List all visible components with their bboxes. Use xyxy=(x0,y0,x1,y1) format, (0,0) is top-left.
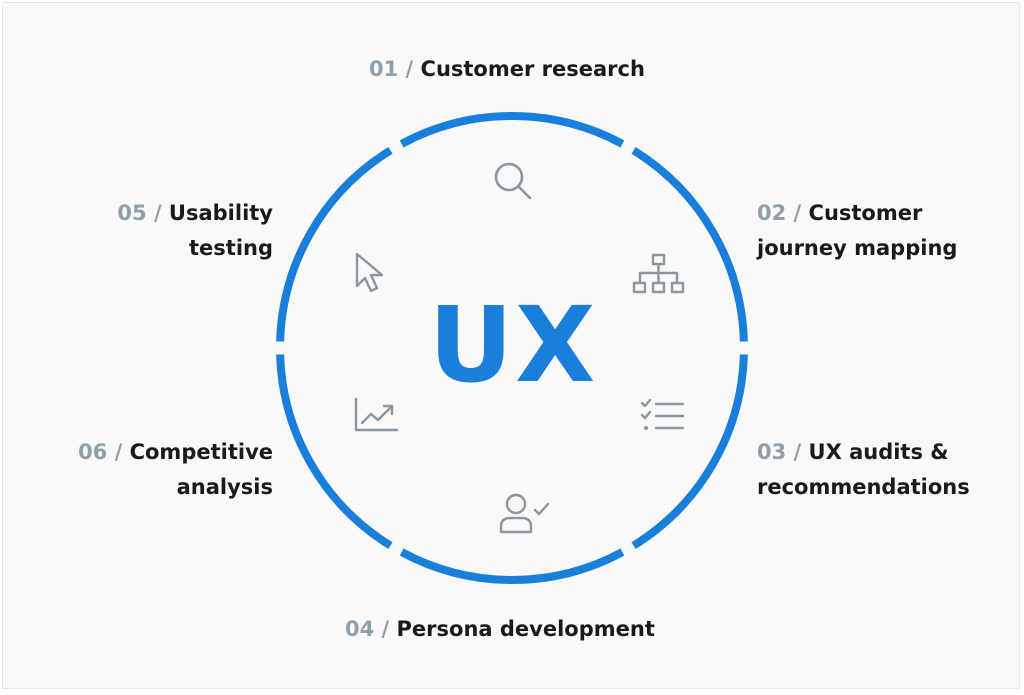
step-06-title-line2: analysis xyxy=(176,475,273,499)
step-03-title-line1: UX audits & xyxy=(808,440,949,464)
step-04-label: 04 / Persona development xyxy=(345,612,655,647)
step-06-number: 06 xyxy=(78,440,108,464)
step-01-title: Customer research xyxy=(420,57,645,81)
step-06-label: 06 / Competitive analysis xyxy=(78,435,273,505)
center-ux-title: UX xyxy=(428,284,598,406)
ring-segment xyxy=(399,112,625,148)
sitemap-icon xyxy=(632,253,685,294)
step-01-label: 01 / Customer research xyxy=(369,52,645,87)
step-03-number: 03 xyxy=(757,440,787,464)
step-02-number: 02 xyxy=(757,201,787,225)
step-03-title-line2: recommendations xyxy=(757,475,970,499)
cursor-icon xyxy=(355,252,384,293)
step-02-title-line2: journey mapping xyxy=(757,236,958,260)
step-04-separator: / xyxy=(381,617,390,641)
step-01-separator: / xyxy=(405,57,414,81)
step-02-title-line1: Customer xyxy=(808,201,923,225)
step-05-title-line2: testing xyxy=(189,236,273,260)
search-icon xyxy=(494,162,532,200)
step-02-label: 02 / Customer journey mapping xyxy=(757,196,957,266)
step-04-number: 04 xyxy=(345,617,375,641)
step-01-number: 01 xyxy=(369,57,399,81)
trend-chart-icon xyxy=(354,397,399,432)
step-04-title: Persona development xyxy=(396,617,655,641)
step-05-separator: / xyxy=(153,201,162,225)
step-02-separator: / xyxy=(793,201,802,225)
step-03-separator: / xyxy=(793,440,802,464)
step-03-label: 03 / UX audits & recommendations xyxy=(757,435,970,505)
checklist-icon xyxy=(640,398,685,430)
ring-segment xyxy=(276,354,393,550)
ring-segment xyxy=(276,146,393,342)
ring-segment xyxy=(399,548,625,584)
step-05-title-line1: Usability xyxy=(168,201,273,225)
ring-segment xyxy=(631,146,748,342)
step-05-number: 05 xyxy=(117,201,147,225)
step-06-separator: / xyxy=(114,440,123,464)
step-05-label: 05 / Usability testing xyxy=(117,196,273,266)
ux-process-ring xyxy=(276,112,748,584)
ring-segment xyxy=(631,354,748,550)
user-check-icon xyxy=(499,493,550,534)
step-06-title-line1: Competitive xyxy=(129,440,273,464)
